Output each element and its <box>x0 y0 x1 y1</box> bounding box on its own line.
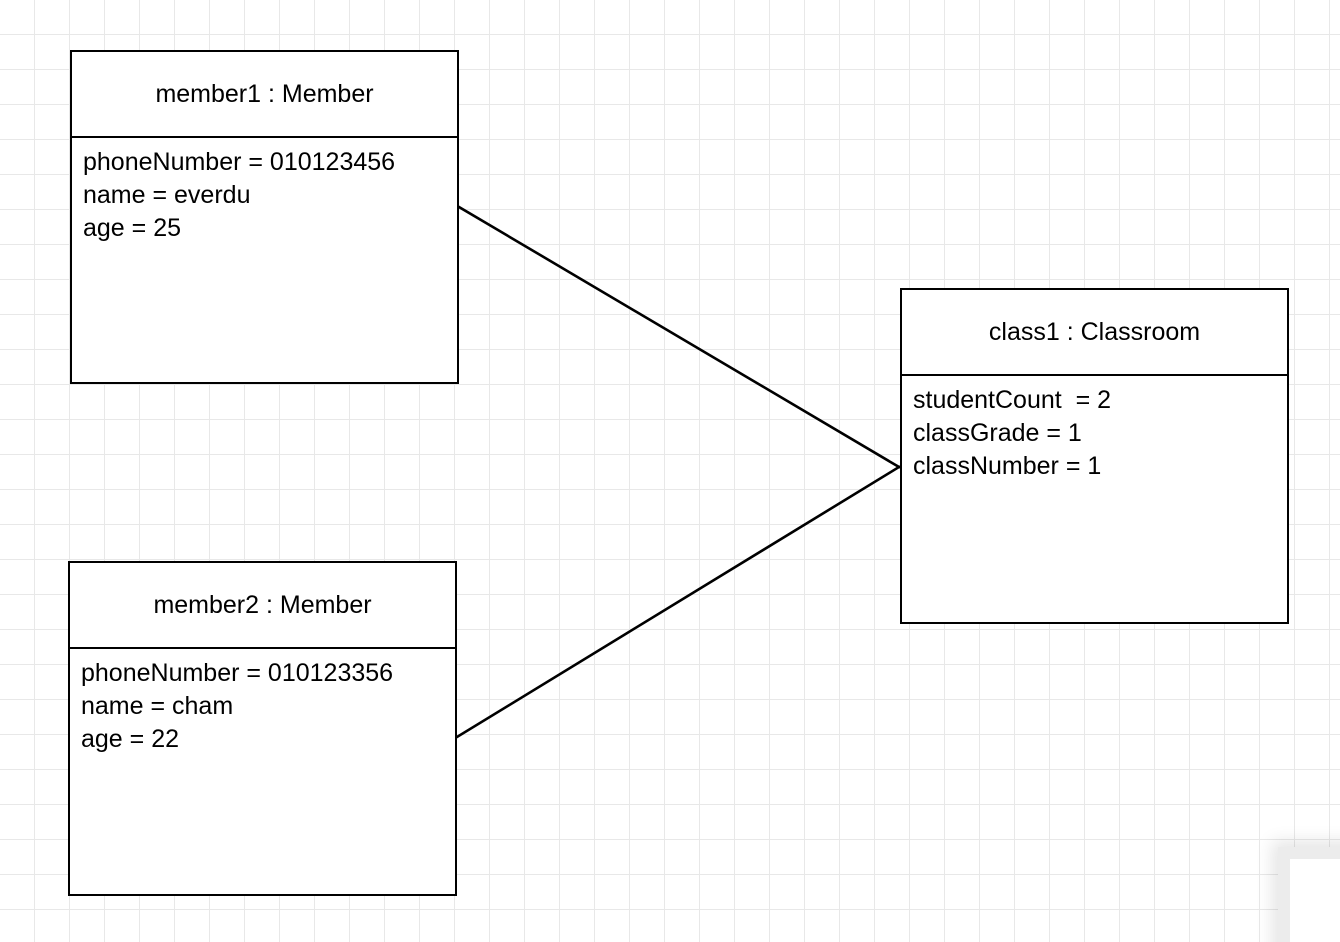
object-attributes-member2: phoneNumber = 010123356 name = cham age … <box>70 649 455 894</box>
attribute-row: name = everdu <box>83 181 251 209</box>
object-node-member1[interactable]: member1 : Member phoneNumber = 010123456… <box>70 50 459 384</box>
attribute-row: studentCount = 2 <box>913 386 1112 414</box>
attribute-row: age = 25 <box>83 214 182 242</box>
object-node-class1[interactable]: class1 : Classroom studentCount = 2 clas… <box>900 288 1289 624</box>
connector-member2-class1[interactable] <box>455 465 901 739</box>
floating-panel[interactable] <box>1278 847 1340 942</box>
connector-member1-class1[interactable] <box>457 205 901 469</box>
attribute-row: classNumber = 1 <box>913 452 1102 480</box>
object-attributes-member1: phoneNumber = 010123456 name = everdu ag… <box>72 138 457 382</box>
attribute-row: phoneNumber = 010123456 <box>83 148 396 176</box>
attribute-row: classGrade = 1 <box>913 419 1082 447</box>
object-header-member2: member2 : Member <box>70 563 455 649</box>
attribute-row: name = cham <box>81 692 234 720</box>
object-title-member1: member1 : Member <box>155 80 374 108</box>
object-attributes-class1: studentCount = 2 classGrade = 1 classNum… <box>902 376 1287 622</box>
object-node-member2[interactable]: member2 : Member phoneNumber = 010123356… <box>68 561 457 896</box>
object-header-member1: member1 : Member <box>72 52 457 138</box>
attribute-row: age = 22 <box>81 725 180 753</box>
object-title-member2: member2 : Member <box>153 591 372 619</box>
object-title-class1: class1 : Classroom <box>988 318 1201 346</box>
object-header-class1: class1 : Classroom <box>902 290 1287 376</box>
attribute-row: phoneNumber = 010123356 <box>81 659 394 687</box>
